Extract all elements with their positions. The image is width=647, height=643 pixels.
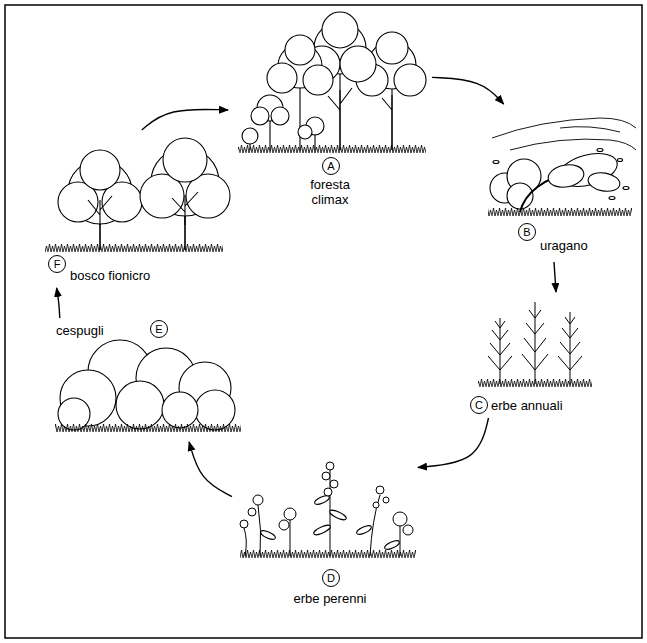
perennial-herbs-drawing-part xyxy=(403,525,413,535)
perennial-herbs-drawing-part xyxy=(376,486,384,494)
hurricane-drawing-part xyxy=(546,162,585,190)
annual-herbs-drawing-part xyxy=(478,378,592,387)
perennial-herbs-drawing-part xyxy=(313,523,332,536)
stage-letter: D xyxy=(322,569,340,587)
hurricane-drawing-part xyxy=(510,139,636,150)
hurricane-drawing-part xyxy=(560,127,620,132)
stage-letter: E xyxy=(150,320,168,338)
hurricane-drawing-part xyxy=(493,161,499,164)
stage-letter: B xyxy=(518,223,536,241)
stage-letter: C xyxy=(470,396,488,414)
climax-forest-drawing-part xyxy=(267,63,297,93)
stage-d: Derbe perenni xyxy=(232,448,418,610)
annual-herbs-drawing-part xyxy=(488,318,512,384)
perennial-herbs-drawing-part xyxy=(279,520,289,530)
stage-c: Cerbe annuali xyxy=(466,292,616,418)
hurricane-drawing-part xyxy=(492,118,636,138)
climax-forest-drawing-part xyxy=(394,64,426,96)
perennial-herbs-drawing-part xyxy=(244,462,400,556)
climax-forest-drawing-part xyxy=(285,35,315,65)
cycle-arrow xyxy=(142,109,228,130)
pioneer-wood-drawing xyxy=(45,138,230,252)
stage-label: erbe annuali xyxy=(491,398,563,413)
perennial-herbs-drawing-part xyxy=(326,462,334,470)
perennial-herbs-drawing-part xyxy=(322,472,330,480)
annual-herbs-drawing-part xyxy=(558,312,582,384)
climax-forest-drawing-part xyxy=(328,88,392,150)
climax-forest-drawing xyxy=(238,12,426,153)
perennial-herbs-drawing-part xyxy=(393,512,407,526)
stage-label: erbe perenni xyxy=(275,591,385,606)
hurricane-drawing-part xyxy=(609,197,615,200)
shrubs-drawing-part xyxy=(162,392,198,428)
pioneer-wood-drawing-part xyxy=(88,192,198,225)
perennial-herbs-drawing-part xyxy=(355,524,372,536)
pioneer-wood-drawing-part xyxy=(163,138,207,182)
perennial-herbs-drawing-part xyxy=(324,488,332,496)
climax-forest-drawing-part xyxy=(271,107,289,125)
stage-e: Ecespugli xyxy=(48,318,244,442)
stage-a: Aforesta climax xyxy=(228,8,432,212)
hurricane-drawing-part xyxy=(587,170,622,193)
stage-label: foresta climax xyxy=(292,177,368,207)
stage-label: bosco fionicro xyxy=(70,268,150,283)
cycle-arrow xyxy=(418,418,489,467)
cycle-arrow xyxy=(189,442,232,497)
hurricane-drawing-part xyxy=(488,207,632,216)
perennial-herbs-drawing-part xyxy=(284,508,296,520)
stage-letter: F xyxy=(48,255,66,273)
climax-forest-drawing-part xyxy=(242,128,258,144)
pioneer-wood-drawing-part xyxy=(45,243,223,252)
climax-forest-drawing-part xyxy=(238,144,426,153)
climax-forest-drawing-part xyxy=(376,32,408,64)
climax-forest-drawing-part xyxy=(303,65,333,95)
climax-forest-drawing-part xyxy=(340,46,376,82)
frame xyxy=(5,5,642,638)
shrubs-drawing-part xyxy=(55,423,241,432)
cycle-arrow xyxy=(57,288,60,318)
climax-forest-drawing-part xyxy=(322,12,358,48)
pioneer-wood-drawing-part xyxy=(80,150,120,190)
shrubs-drawing-part xyxy=(116,381,164,429)
cycle-arrow xyxy=(554,262,556,292)
annual-herbs-drawing-part xyxy=(522,302,548,384)
hurricane-drawing-part xyxy=(618,159,623,162)
annual-herbs-drawing xyxy=(478,302,592,387)
perennial-herbs-drawing-part xyxy=(259,529,276,541)
perennial-herbs-drawing-part xyxy=(373,502,379,508)
perennial-herbs-drawing xyxy=(240,462,416,558)
stage-f: Fbosco fionicro xyxy=(40,130,225,288)
perennial-herbs-drawing-part xyxy=(240,520,248,528)
stage-label: uragano xyxy=(540,238,588,253)
hurricane-drawing xyxy=(488,118,636,216)
hurricane-drawing-part xyxy=(597,149,603,152)
perennial-herbs-drawing-part xyxy=(383,497,389,503)
shrubs-drawing xyxy=(55,340,241,432)
perennial-herbs-drawing-part xyxy=(248,508,256,516)
perennial-herbs-drawing-part xyxy=(329,508,348,521)
stage-letter: A xyxy=(322,157,340,175)
hurricane-drawing-part xyxy=(623,187,629,190)
stage-b: Buragano xyxy=(470,104,638,262)
stage-label: cespugli xyxy=(56,323,104,338)
perennial-herbs-drawing-part xyxy=(330,480,338,488)
cycle-arrow xyxy=(432,77,504,104)
perennial-herbs-drawing-part xyxy=(253,495,263,505)
climax-forest-drawing-part xyxy=(251,107,269,125)
climax-forest-drawing-part xyxy=(298,125,312,139)
perennial-herbs-drawing-part xyxy=(240,549,416,558)
